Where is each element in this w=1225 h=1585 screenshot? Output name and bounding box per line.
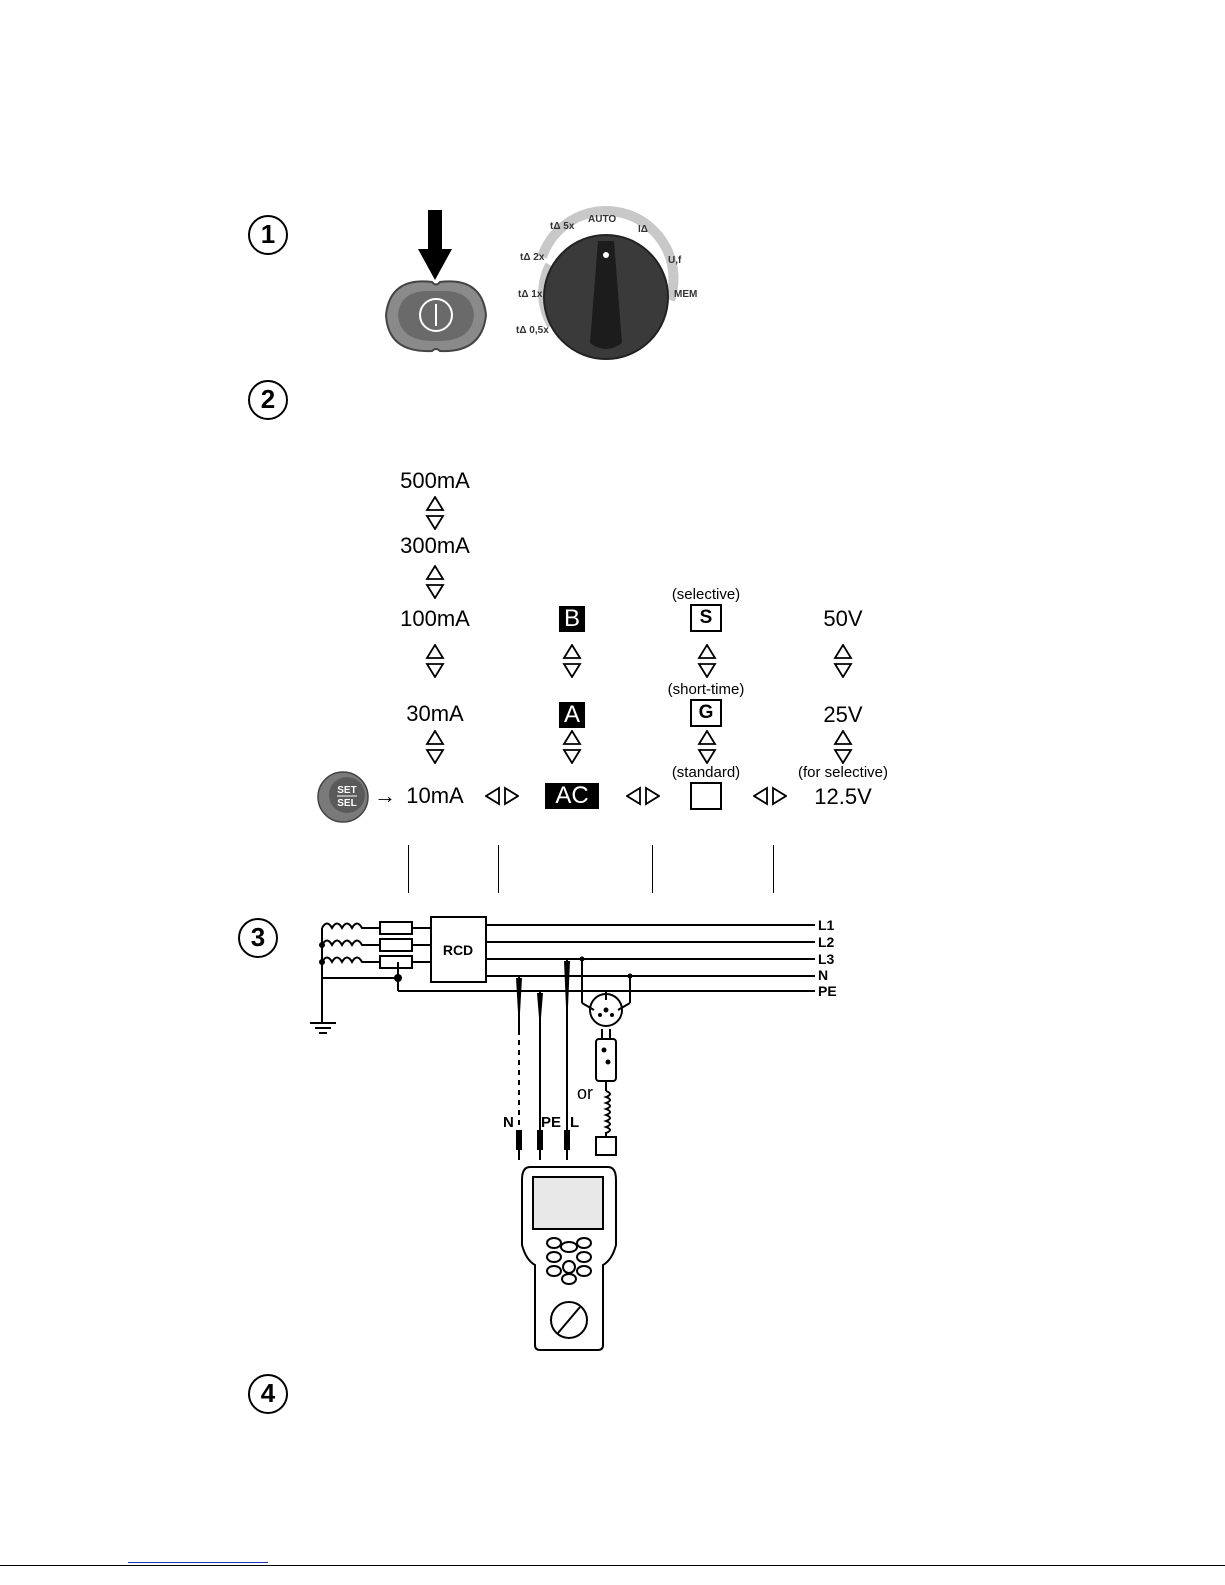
up-down-arrow-icon (425, 644, 445, 678)
footer-link-underline[interactable] (128, 1562, 268, 1563)
press-arrow-icon (418, 210, 452, 280)
voltage-50v: 50V (793, 608, 893, 630)
current-500ma: 500mA (385, 470, 485, 492)
dial-label-t1x: tΔ 1x (518, 289, 543, 300)
connector-line (408, 845, 409, 893)
note-selective: (selective) (656, 587, 756, 602)
dial-label-idelta: IΔ (638, 224, 648, 235)
probe-label-n: N (503, 1114, 514, 1131)
up-down-arrow-icon (833, 644, 853, 678)
rcd-kind-short-time: G (690, 699, 722, 727)
rcd-type-b: B (559, 606, 585, 632)
up-down-arrow-icon (425, 565, 445, 599)
step-3-marker: 3 (238, 918, 278, 958)
connector-line (652, 845, 653, 893)
line-label-l1: L1 (818, 917, 835, 933)
step-4-marker: 4 (248, 1374, 288, 1414)
up-down-arrow-icon (833, 730, 853, 764)
connector-line (498, 845, 499, 893)
dial-label-mem: MEM (674, 289, 697, 300)
note-short-time: (short-time) (656, 682, 756, 697)
dial-label-uf: U,f (668, 255, 682, 266)
tester-device (522, 1167, 616, 1350)
step-2-marker: 2 (248, 380, 288, 420)
sel-label: SEL (337, 798, 356, 809)
line-label-pe: PE (818, 983, 837, 999)
left-right-arrow-icon (753, 786, 787, 806)
set-sel-button[interactable]: SET SEL (316, 770, 370, 824)
voltage-25v: 25V (793, 704, 893, 726)
rotary-dial[interactable] (542, 211, 674, 359)
wiring-diagram: RCD L1 L2 L3 N PE N PE L or (300, 905, 860, 1355)
left-right-arrow-icon (485, 786, 519, 806)
dial-label-t05x: tΔ 0,5x (516, 325, 549, 336)
dial-label-auto: AUTO (588, 214, 616, 225)
power-button[interactable] (386, 281, 486, 351)
current-10ma: 10mA (385, 785, 485, 807)
note-for-selective: (for selective) (788, 765, 898, 780)
rcd-label: RCD (443, 942, 473, 958)
note-standard: (standard) (656, 765, 756, 780)
current-30ma: 30mA (385, 703, 485, 725)
connector-line (773, 845, 774, 893)
or-label: or (577, 1083, 593, 1103)
step-1-marker: 1 (248, 215, 288, 255)
left-right-arrow-icon (626, 786, 660, 806)
up-down-arrow-icon (562, 730, 582, 764)
power-section: AUTO IΔ U,f MEM tΔ 5x tΔ 2x tΔ 1x tΔ 0,5… (370, 205, 730, 365)
rcd-type-ac: AC (545, 783, 599, 809)
rcd-kind-selective: S (690, 604, 722, 632)
up-down-arrow-icon (697, 730, 717, 764)
current-300ma: 300mA (385, 535, 485, 557)
dial-label-t2x: tΔ 2x (520, 252, 545, 263)
selection-arrow: → (370, 785, 400, 807)
line-label-l3: L3 (818, 951, 835, 967)
rcd-kind-standard (690, 782, 722, 810)
up-down-arrow-icon (697, 644, 717, 678)
up-down-arrow-icon (425, 730, 445, 764)
footer-divider (0, 1565, 1225, 1566)
set-label: SET (337, 785, 356, 796)
rcd-type-a: A (559, 702, 585, 728)
current-100ma: 100mA (385, 608, 485, 630)
dial-label-t5x: tΔ 5x (550, 221, 575, 232)
probe-label-l: L (570, 1114, 579, 1131)
line-label-l2: L2 (818, 934, 835, 950)
up-down-arrow-icon (425, 496, 445, 530)
up-down-arrow-icon (562, 644, 582, 678)
voltage-12-5v: 12.5V (793, 786, 893, 808)
probe-label-pe: PE (541, 1114, 561, 1131)
line-label-n: N (818, 967, 828, 983)
